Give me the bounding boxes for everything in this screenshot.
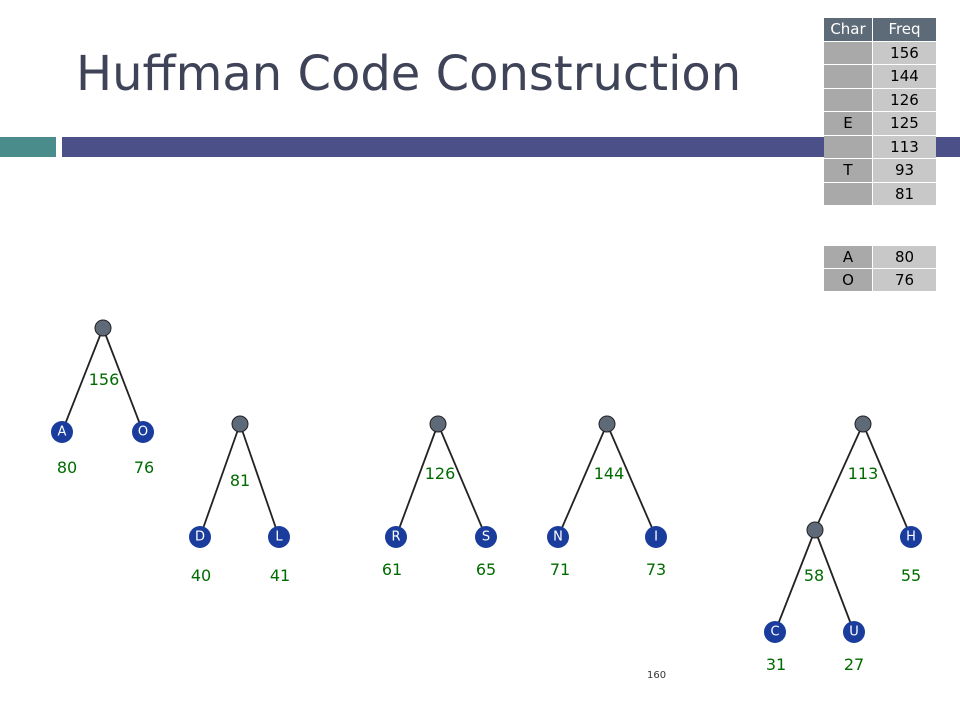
inner-weight: 58: [804, 566, 824, 585]
leaf-weight: 31: [766, 655, 786, 674]
leaf-node-i: I: [645, 526, 667, 548]
leaf-node-r: R: [385, 526, 407, 548]
freq-cell: 76: [873, 269, 936, 292]
parent-weight: 126: [425, 464, 456, 483]
tree-edge: [814, 423, 864, 531]
char-cell: [824, 182, 873, 206]
leaf-weight: 73: [646, 560, 666, 579]
freq-cell: 126: [873, 88, 936, 112]
leaf-letter: S: [482, 530, 490, 545]
table-row: T 93: [824, 159, 936, 183]
title-underline-bar: [62, 137, 960, 157]
tree-edge: [557, 423, 608, 538]
leaf-weight: 27: [844, 655, 864, 674]
tree-edge: [437, 423, 487, 538]
table-row: A 80: [824, 246, 936, 269]
internal-node: [429, 415, 447, 433]
leaf-letter: R: [391, 530, 400, 545]
table-row: 126: [824, 88, 936, 112]
frequency-table: Char Freq 156 144 126 E 125 113 T 93 81: [824, 18, 936, 206]
pending-pair-table: A 80 O 76: [824, 246, 936, 292]
leaf-weight: 65: [476, 560, 496, 579]
tree-edge: [606, 423, 657, 538]
freq-cell: 93: [873, 159, 936, 183]
leaf-node-s: S: [475, 526, 497, 548]
freq-cell: 125: [873, 112, 936, 136]
tree-edge: [395, 423, 439, 538]
parent-weight: 144: [594, 464, 625, 483]
leaf-letter: D: [195, 530, 205, 545]
internal-node: [806, 521, 824, 539]
tree-edge: [862, 423, 912, 538]
freq-cell: 80: [873, 246, 936, 269]
leaf-letter: U: [849, 625, 859, 640]
table-row: 81: [824, 182, 936, 206]
leaf-letter: O: [138, 425, 148, 440]
leaf-weight: 40: [191, 566, 211, 585]
char-cell: [824, 88, 873, 112]
leaf-node-u: U: [843, 621, 865, 643]
internal-nodes: [94, 319, 872, 539]
table-row: O 76: [824, 269, 936, 292]
leaf-letter: C: [770, 625, 779, 640]
freq-column-header: Freq: [873, 18, 936, 42]
leaf-weight: 61: [382, 560, 402, 579]
char-cell: A: [824, 246, 873, 269]
internal-node: [598, 415, 616, 433]
char-cell: E: [824, 112, 873, 136]
leaf-letter: A: [58, 425, 67, 440]
char-cell: T: [824, 159, 873, 183]
table-row: 113: [824, 135, 936, 159]
tree-edges: [61, 327, 912, 633]
leaf-nodes: A O D L R S N I: [51, 421, 922, 643]
leaf-node-h: H: [900, 526, 922, 548]
char-column-header: Char: [824, 18, 873, 42]
leaf-weight: 80: [57, 458, 77, 477]
table-row: 156: [824, 41, 936, 65]
page-title: Huffman Code Construction: [76, 46, 742, 102]
leaf-weight: 71: [550, 560, 570, 579]
title-underline-accent: [0, 137, 56, 157]
char-cell: O: [824, 269, 873, 292]
freq-cell: 144: [873, 65, 936, 89]
leaf-node-a: A: [51, 421, 73, 443]
leaf-letter: L: [275, 530, 283, 545]
tree-edge: [199, 423, 241, 538]
leaf-weight: 55: [901, 566, 921, 585]
freq-cell: 81: [873, 182, 936, 206]
leaf-node-o: O: [132, 421, 154, 443]
leaf-weight: 76: [134, 458, 154, 477]
leaf-letter: I: [654, 530, 658, 545]
leaf-node-n: N: [547, 526, 569, 548]
char-cell: [824, 65, 873, 89]
internal-node: [94, 319, 112, 337]
char-cell: [824, 135, 873, 159]
freq-cell: 113: [873, 135, 936, 159]
freq-cell: 156: [873, 41, 936, 65]
leaf-node-l: L: [268, 526, 290, 548]
leaf-node-c: C: [764, 621, 786, 643]
parent-weight: 113: [848, 464, 879, 483]
tree-edge: [774, 529, 816, 633]
leaf-weight: 41: [270, 566, 290, 585]
table-row: 144: [824, 65, 936, 89]
table-row: E 125: [824, 112, 936, 136]
parent-weight: 156: [89, 370, 120, 389]
leaf-letter: H: [906, 530, 916, 545]
tree-edge: [61, 327, 104, 433]
page-number: 160: [647, 670, 667, 681]
tree-edge: [814, 529, 855, 633]
leaf-letter: N: [553, 530, 563, 545]
internal-node: [854, 415, 872, 433]
leaf-node-d: D: [189, 526, 211, 548]
weight-labels: 156 80 76 81 40 41 126 61 65 144 71 73 1…: [57, 370, 921, 674]
internal-node: [231, 415, 249, 433]
parent-weight: 81: [230, 471, 250, 490]
table-header-row: Char Freq: [824, 18, 936, 42]
tree-edge: [239, 423, 280, 538]
tree-edge: [102, 327, 144, 433]
char-cell: [824, 41, 873, 65]
